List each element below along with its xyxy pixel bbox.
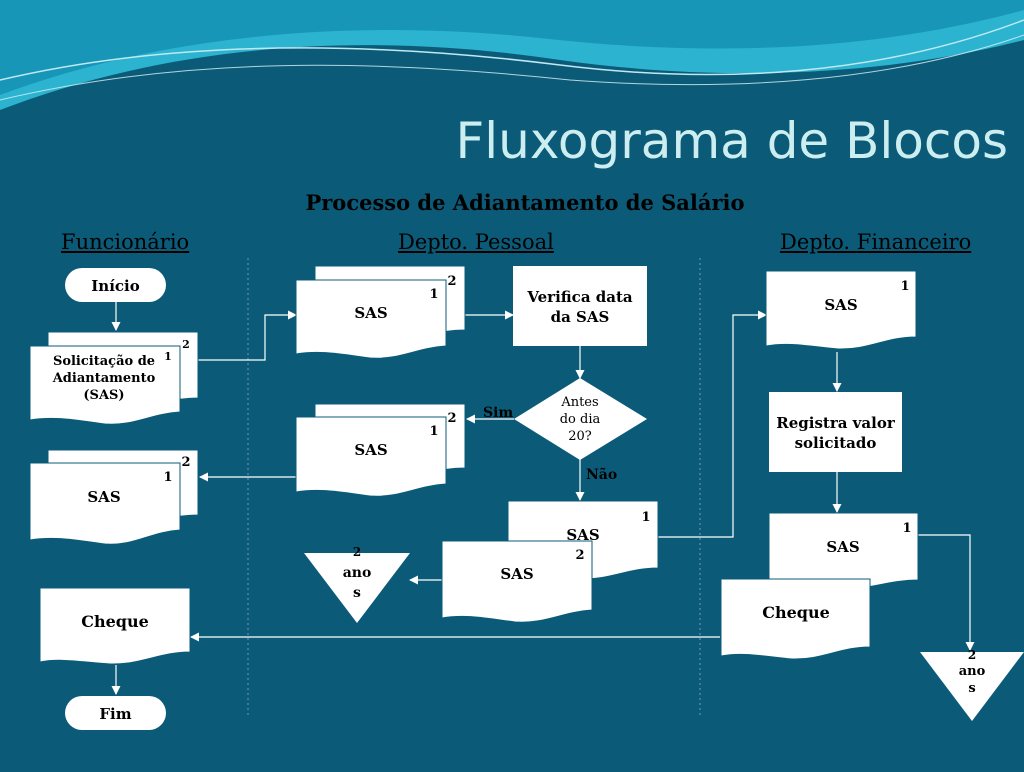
- decision-label: 20?: [568, 429, 592, 444]
- copy-number: 1: [900, 279, 909, 294]
- end-label: Fim: [99, 705, 131, 723]
- copy-number: 1: [429, 287, 438, 302]
- archive-label: 2: [968, 648, 976, 662]
- copy-number: 1: [641, 510, 650, 525]
- decision-antes-dia-20: Antes do dia 20?: [514, 378, 647, 460]
- diagram-subtitle: Processo de Adiantamento de Salário: [305, 190, 745, 215]
- document-label: SAS: [826, 538, 859, 556]
- copy-number: 2: [575, 548, 584, 563]
- document-label: SAS: [566, 526, 599, 544]
- copy-number: 1: [163, 470, 172, 485]
- archive-label: 2: [353, 545, 361, 559]
- copy-number: 2: [182, 338, 190, 351]
- document-sas-cheque-financeiro: 1 SAS Cheque: [720, 512, 919, 660]
- copy-number: 2: [181, 455, 190, 470]
- document-label: SAS: [87, 488, 120, 506]
- edge-sas-archive-fin: [918, 534, 975, 651]
- document-label: SAS: [354, 441, 387, 459]
- document-sas-pessoal-bottom: 1 SAS 2 SAS: [441, 500, 659, 623]
- copy-number: 2: [447, 274, 456, 289]
- start-label: Início: [91, 277, 139, 295]
- lane-header-pessoal: Depto. Pessoal: [398, 230, 554, 254]
- document-label: SAS: [824, 296, 857, 314]
- archive-label: ano: [959, 664, 986, 679]
- document-label: (SAS): [83, 388, 124, 403]
- copy-number: 1: [429, 424, 438, 439]
- header-waves: [0, 0, 1024, 110]
- process-label: Verifica data: [526, 288, 633, 306]
- document-label: Cheque: [762, 603, 830, 622]
- connectors: [111, 302, 975, 695]
- document-label: SAS: [500, 565, 533, 583]
- document-label: Adiantamento: [52, 371, 156, 386]
- edge-solicitacao-sas: [198, 310, 297, 361]
- archive-label: s: [968, 681, 975, 696]
- document-label: Cheque: [81, 612, 149, 631]
- document-cheque-funcionario: Cheque: [39, 587, 191, 665]
- document-sas-pessoal-mid: 2 1 SAS: [295, 403, 466, 497]
- copy-number: 1: [164, 350, 172, 363]
- document-sas-funcionario: 2 1 SAS: [29, 449, 199, 545]
- slide-title: Fluxograma de Blocos: [455, 112, 1008, 170]
- document-sas-financeiro-top: 1 SAS: [765, 270, 917, 350]
- archive-label: ano: [343, 565, 372, 581]
- edge-label-nao: Não: [586, 466, 617, 483]
- archive-triangle-pessoal: 2 ano s: [304, 545, 410, 623]
- end-node: Fim: [65, 696, 166, 730]
- archive-label: s: [353, 585, 361, 601]
- document-solicitacao: 2 1 Solicitação de Adiantamento (SAS): [29, 331, 199, 425]
- process-label: solicitado: [795, 434, 877, 452]
- document-label: SAS: [354, 304, 387, 322]
- lane-header-financeiro: Depto. Financeiro: [780, 230, 972, 254]
- edge-sas-financeiro: [658, 310, 767, 538]
- copy-number: 2: [447, 411, 456, 426]
- process-verifica: Verifica data da SAS: [513, 266, 647, 346]
- document-sas-pessoal-top: 2 1 SAS: [295, 265, 466, 359]
- archive-triangle-financeiro: 2 ano s: [920, 648, 1024, 721]
- process-label: da SAS: [551, 308, 610, 326]
- start-node: Início: [65, 268, 166, 302]
- decision-label: do dia: [560, 412, 601, 427]
- decision-label: Antes: [560, 395, 598, 410]
- process-label: Registra valor: [776, 414, 896, 432]
- edge-label-sim: Sim: [483, 405, 513, 421]
- copy-number: 1: [902, 521, 911, 536]
- document-label: Solicitação de: [53, 354, 155, 369]
- process-registra: Registra valor solicitado: [769, 392, 902, 472]
- lane-header-funcionario: Funcionário: [61, 230, 190, 254]
